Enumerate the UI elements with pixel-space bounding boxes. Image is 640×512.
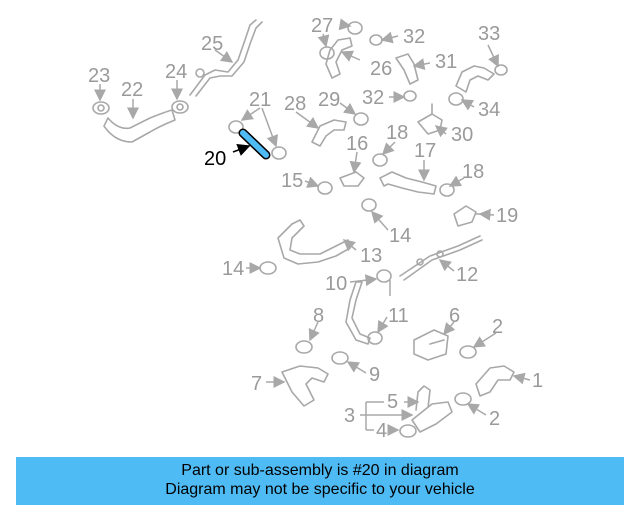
part-label-13: 13 — [360, 245, 382, 267]
part-label-2b: 2 — [489, 408, 500, 430]
clamp-32a — [369, 34, 383, 46]
oring-4 — [399, 424, 417, 438]
part-label-28: 28 — [284, 93, 306, 115]
part-label-20-highlighted: 20 — [204, 148, 226, 170]
hose-17 — [379, 171, 437, 195]
hose-31 — [395, 53, 419, 85]
hose-26 — [325, 37, 353, 79]
part-label-6: 6 — [449, 305, 460, 327]
hose-7 — [281, 365, 329, 407]
clamp-29 — [353, 112, 369, 126]
part-label-18b: 18 — [462, 161, 484, 183]
tube-12 — [399, 235, 483, 281]
part-label-17: 17 — [414, 140, 436, 162]
part-label-2a: 2 — [492, 316, 503, 338]
hose-10 — [345, 281, 371, 345]
clamp-24 — [171, 100, 189, 114]
clamp-11 — [367, 331, 383, 345]
part-label-32a: 32 — [403, 26, 425, 48]
part-label-16: 16 — [346, 133, 368, 155]
hose-28 — [311, 119, 347, 147]
clamp-2a — [459, 345, 477, 359]
part-label-15: 15 — [281, 170, 303, 192]
part-label-33: 33 — [478, 23, 500, 45]
clamp-18a — [372, 153, 388, 167]
pipe-13 — [277, 219, 351, 265]
clamp-15 — [317, 181, 333, 195]
clamp-32b — [403, 90, 417, 102]
clamp-14b — [259, 261, 277, 275]
valve-19 — [453, 205, 487, 227]
part-label-27: 27 — [311, 15, 333, 37]
hose-22 — [103, 109, 176, 143]
parts-diagram: 23 22 24 25 21 20 27 32 26 31 33 34 28 2… — [88, 15, 543, 442]
part-label-30: 30 — [451, 124, 473, 146]
part-label-29: 29 — [318, 89, 340, 111]
info-banner: Part or sub-assembly is #20 in diagram D… — [16, 457, 624, 505]
part-label-26: 26 — [370, 58, 392, 80]
part-label-3: 3 — [344, 405, 355, 427]
part-label-5: 5 — [387, 391, 398, 413]
part-label-14a: 14 — [389, 225, 411, 247]
clamp-23 — [92, 101, 110, 115]
fitting-16 — [339, 171, 365, 187]
part-label-9: 9 — [369, 364, 380, 386]
hose-20-highlighted — [238, 128, 271, 160]
part-label-19: 19 — [496, 205, 518, 227]
pipe-25 — [189, 19, 263, 97]
flange-3 — [411, 401, 453, 433]
part-label-12: 12 — [456, 264, 478, 286]
clamp-9 — [331, 351, 349, 365]
clamp-2b — [454, 392, 472, 406]
part-label-4: 4 — [376, 420, 387, 442]
part-label-25: 25 — [201, 33, 223, 55]
part-label-22: 22 — [121, 79, 143, 101]
part-label-14b: 14 — [222, 258, 244, 280]
part-label-31: 31 — [435, 51, 457, 73]
part-label-18a: 18 — [386, 122, 408, 144]
part-label-1: 1 — [532, 370, 543, 392]
clamp-21a — [228, 120, 244, 134]
part-label-24: 24 — [165, 61, 187, 83]
flange-6 — [413, 329, 449, 361]
clamp-34 — [448, 64, 508, 106]
fitting-30 — [417, 103, 443, 135]
part-label-8: 8 — [313, 305, 324, 327]
clamp-8 — [295, 340, 313, 354]
part-label-11: 11 — [388, 305, 409, 327]
part-label-7: 7 — [251, 373, 262, 395]
clamp-10 — [376, 269, 392, 283]
hose-33 — [455, 65, 495, 93]
part-label-32b: 32 — [362, 87, 384, 109]
clamp-14a — [361, 198, 377, 212]
banner-line-2: Diagram may not be specific to your vehi… — [165, 481, 475, 498]
part-label-10: 10 — [325, 273, 347, 295]
part-label-21: 21 — [249, 89, 271, 111]
hose-1 — [475, 365, 515, 397]
part-label-23: 23 — [88, 65, 110, 87]
clamp-21b — [271, 146, 287, 160]
banner-line-1: Part or sub-assembly is #20 in diagram — [181, 462, 459, 479]
clamp-18b — [439, 183, 455, 197]
part-label-34: 34 — [478, 99, 500, 121]
